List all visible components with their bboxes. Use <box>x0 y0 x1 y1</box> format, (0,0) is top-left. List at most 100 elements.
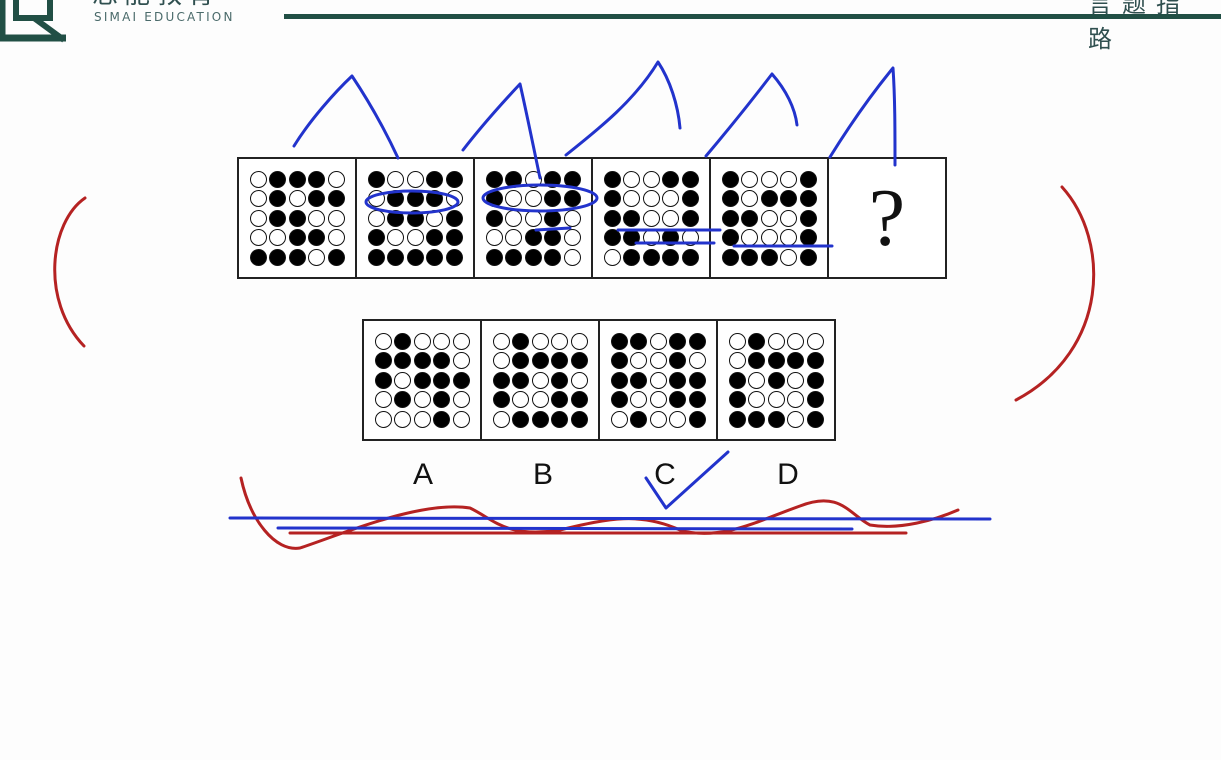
black-dot <box>767 371 785 389</box>
black-dot <box>505 248 522 266</box>
option-d-label: D <box>777 458 799 491</box>
blue-arc-3 <box>564 60 682 157</box>
black-dot <box>544 248 561 266</box>
black-dot <box>780 190 797 207</box>
black-dot <box>374 352 392 369</box>
white-dot <box>531 391 549 408</box>
red-bracket-right <box>1014 185 1096 402</box>
dot-grid <box>609 331 707 429</box>
question-panel-4 <box>591 157 711 279</box>
white-dot <box>741 190 758 207</box>
black-dot <box>741 248 758 266</box>
white-dot <box>308 248 325 266</box>
white-dot <box>570 332 588 350</box>
white-dot <box>630 391 647 408</box>
black-dot <box>445 229 463 246</box>
white-dot <box>551 332 568 350</box>
white-dot <box>413 391 431 408</box>
white-dot <box>780 170 797 188</box>
white-dot <box>748 371 765 389</box>
black-dot <box>544 229 561 246</box>
black-dot <box>799 229 817 246</box>
white-dot <box>413 410 431 428</box>
white-dot <box>492 352 510 369</box>
white-dot <box>563 209 581 227</box>
black-dot <box>512 371 529 389</box>
white-dot <box>728 332 746 350</box>
option-b-panel[interactable] <box>480 319 600 441</box>
option-c-panel[interactable] <box>598 319 718 441</box>
black-dot <box>760 190 778 207</box>
white-dot <box>563 229 581 246</box>
dot-grid <box>727 331 825 429</box>
black-dot <box>426 248 443 266</box>
white-dot <box>524 190 542 207</box>
brand-name-cn: 思能教育 <box>92 0 220 8</box>
question-panel-1 <box>237 157 357 279</box>
black-dot <box>748 352 765 369</box>
white-dot <box>374 410 392 428</box>
black-dot <box>551 371 568 389</box>
white-dot <box>728 352 746 369</box>
black-dot <box>610 371 628 389</box>
blue-baseline-1 <box>228 516 992 521</box>
white-dot <box>327 170 345 188</box>
option-d-panel[interactable] <box>716 319 836 441</box>
blue-baseline-2 <box>276 526 854 531</box>
black-dot <box>394 332 411 350</box>
black-dot <box>688 332 706 350</box>
black-dot <box>728 391 746 408</box>
white-dot <box>787 371 804 389</box>
white-dot <box>603 248 621 266</box>
black-dot <box>485 170 503 188</box>
white-dot <box>563 248 581 266</box>
black-dot <box>249 248 267 266</box>
white-dot <box>492 410 510 428</box>
white-dot <box>452 352 470 369</box>
white-dot <box>524 209 542 227</box>
logo-icon <box>0 0 66 43</box>
black-dot <box>387 248 404 266</box>
black-dot <box>426 190 443 207</box>
black-dot <box>570 410 588 428</box>
black-dot <box>445 248 463 266</box>
white-dot <box>387 170 404 188</box>
white-dot <box>681 229 699 246</box>
question-sequence: ? <box>237 157 947 279</box>
white-dot <box>760 229 778 246</box>
black-dot <box>799 170 817 188</box>
black-dot <box>799 248 817 266</box>
option-a-panel[interactable] <box>362 319 482 441</box>
black-dot <box>806 371 824 389</box>
white-dot <box>249 229 267 246</box>
white-dot <box>394 410 411 428</box>
white-dot <box>492 332 510 350</box>
black-dot <box>563 170 581 188</box>
black-dot <box>787 352 804 369</box>
black-dot <box>721 248 739 266</box>
black-dot <box>512 332 529 350</box>
black-dot <box>728 410 746 428</box>
white-dot <box>374 332 392 350</box>
black-dot <box>767 352 785 369</box>
white-dot <box>249 209 267 227</box>
red-wave-underline <box>239 476 960 550</box>
white-dot <box>780 229 797 246</box>
black-dot <box>485 248 503 266</box>
white-dot <box>649 352 667 369</box>
answer-options <box>362 319 836 441</box>
black-dot <box>623 209 640 227</box>
black-dot <box>563 190 581 207</box>
white-dot <box>748 391 765 408</box>
black-dot <box>387 190 404 207</box>
black-dot <box>433 410 450 428</box>
black-dot <box>269 209 286 227</box>
black-dot <box>524 248 542 266</box>
dot-grid <box>720 169 818 267</box>
black-dot <box>728 371 746 389</box>
black-dot <box>452 371 470 389</box>
black-dot <box>721 209 739 227</box>
white-dot <box>512 391 529 408</box>
white-dot <box>505 229 522 246</box>
black-dot <box>426 170 443 188</box>
